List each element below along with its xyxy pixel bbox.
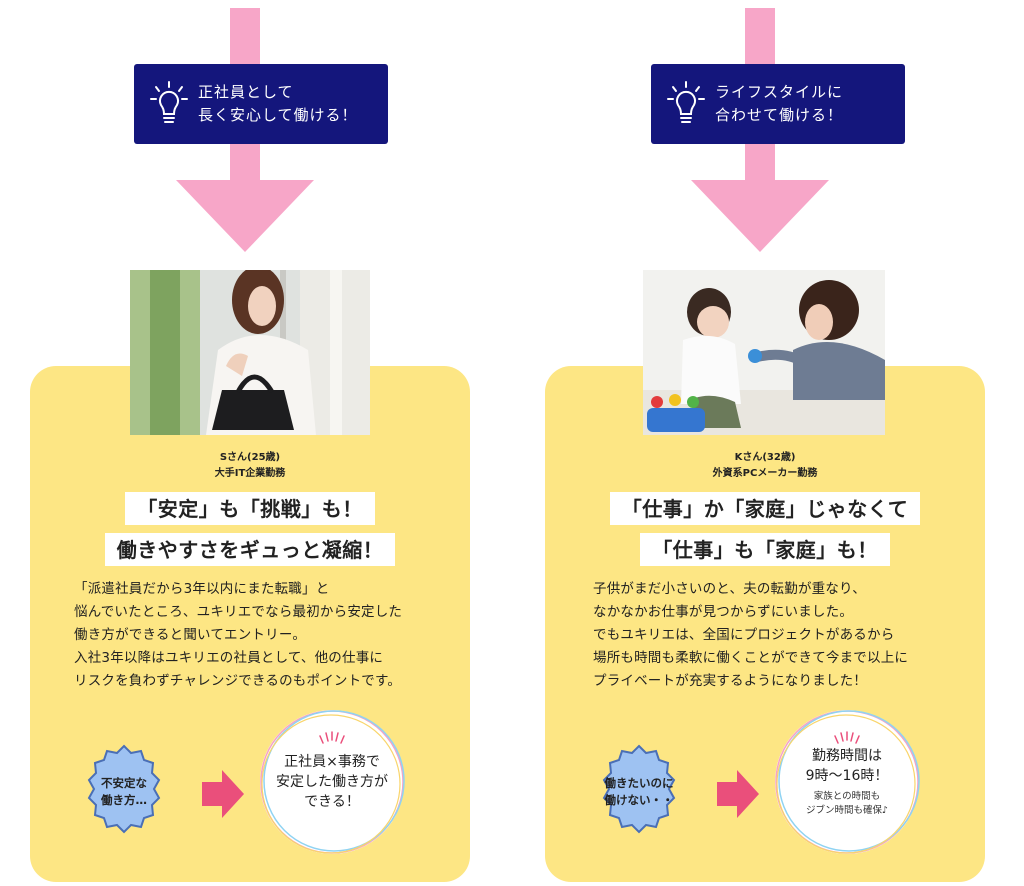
body-line: 悩んでいたところ、ユキリエでなら最初から安定した xyxy=(74,604,403,620)
badge-line-2: 働けない・・ xyxy=(604,793,674,807)
scalloped-badge-icon xyxy=(602,744,676,834)
testimonial-body: 「派遣社員だから3年以内にまた転職」と 悩んでいたところ、ユキリエでなら最初から… xyxy=(74,578,402,693)
result-line: 勤務時間は xyxy=(811,748,882,764)
down-arrow-icon xyxy=(691,180,829,252)
person-role: 大手IT企業勤務 xyxy=(214,468,286,479)
scalloped-badge-icon xyxy=(87,744,161,834)
result-line: 9時〜16時！ xyxy=(805,768,889,784)
benefit-banner: 正社員として 長く安心して働ける！ xyxy=(134,64,388,144)
badge-line-1: 働きたいのに xyxy=(604,776,674,790)
testimonial-card-k: ライフスタイルに 合わせて働ける！ Kさん(32歳) 外資系PCメーカー勤務 「… xyxy=(545,0,985,886)
headline-line-1: 「安定」も「挑戦」も！ xyxy=(125,492,375,525)
mother-and-child-photo xyxy=(643,270,885,435)
benefit-banner: ライフスタイルに 合わせて働ける！ xyxy=(651,64,905,144)
person-role: 外資系PCメーカー勤務 xyxy=(712,468,818,479)
headline: 「仕事」か「家庭」じゃなくて 「仕事」も「家庭」も！ xyxy=(545,492,985,574)
right-arrow-shaft xyxy=(202,782,224,806)
body-line: 「派遣社員だから3年以内にまた転職」と xyxy=(74,581,330,597)
result-line: 正社員×事務で xyxy=(284,754,380,770)
lightbulb-icon xyxy=(667,81,705,123)
result-subline: 家族との時間も xyxy=(813,791,881,802)
result-circle: 勤務時間は 9時〜16時！ 家族との時間も ジブン時間も確保♪ xyxy=(771,706,923,858)
headline: 「安定」も「挑戦」も！ 働きやすさをギュっと凝縮！ xyxy=(30,492,470,574)
testimonial-card-s: 正社員として 長く安心して働ける！ Sさん(25歳) 大手IT企業勤務 「安定」… xyxy=(30,0,470,886)
body-line: 入社3年以降はユキリエの社員として、他の仕事に xyxy=(74,650,384,666)
problem-badge: 不安定な 働き方… xyxy=(72,740,176,844)
headline-line-2: 「仕事」も「家庭」も！ xyxy=(640,533,890,566)
testimonial-body: 子供がまだ小さいのと、夫の転勤が重なり、 なかなかお仕事が見つからずにいました。… xyxy=(593,578,908,693)
badge-line-2: 働き方… xyxy=(101,793,147,807)
right-arrow-icon xyxy=(737,770,759,818)
woman-with-handbag-photo xyxy=(130,270,370,435)
body-line: プライベートが充実するようになりました！ xyxy=(593,673,867,689)
body-line: なかなかお仕事が見つからずにいました。 xyxy=(593,604,854,620)
lightbulb-icon xyxy=(150,81,188,123)
body-line: リスクを負わずチャレンジできるのもポイントです。 xyxy=(74,673,402,689)
person-name: Kさん(32歳) xyxy=(734,452,796,463)
problem-badge: 働きたいのに 働けない・・ xyxy=(587,740,691,844)
down-arrow-icon xyxy=(176,180,314,252)
body-line: 子供がまだ小さいのと、夫の転勤が重なり、 xyxy=(593,581,866,597)
result-subline: ジブン時間も確保♪ xyxy=(805,805,889,816)
result-circle: 正社員×事務で 安定した働き方が できる！ xyxy=(256,706,408,858)
banner-line-1: 正社員として xyxy=(198,83,294,101)
badge-line-1: 不安定な xyxy=(101,776,147,790)
banner-line-1: ライフスタイルに xyxy=(715,83,844,101)
body-line: でもユキリエは、全国にプロジェクトがあるから xyxy=(593,627,895,643)
result-line: 安定した働き方が xyxy=(276,774,388,790)
body-line: 働き方ができると聞いてエントリー。 xyxy=(74,627,307,643)
headline-line-2: 働きやすさをギュっと凝縮！ xyxy=(104,533,396,566)
banner-line-2: 合わせて働ける！ xyxy=(715,106,844,124)
right-arrow-icon xyxy=(222,770,244,818)
sketch-circle-icon xyxy=(260,710,405,854)
right-arrow-shaft xyxy=(717,782,739,806)
body-line: 場所も時間も柔軟に働くことができて今まで以上に xyxy=(593,650,909,666)
headline-line-1: 「仕事」か「家庭」じゃなくて xyxy=(609,492,921,525)
banner-line-2: 長く安心して働ける！ xyxy=(198,106,358,124)
person-name: Sさん(25歳) xyxy=(219,452,281,463)
result-line: できる！ xyxy=(304,794,360,810)
sketch-circle-icon xyxy=(775,710,920,854)
